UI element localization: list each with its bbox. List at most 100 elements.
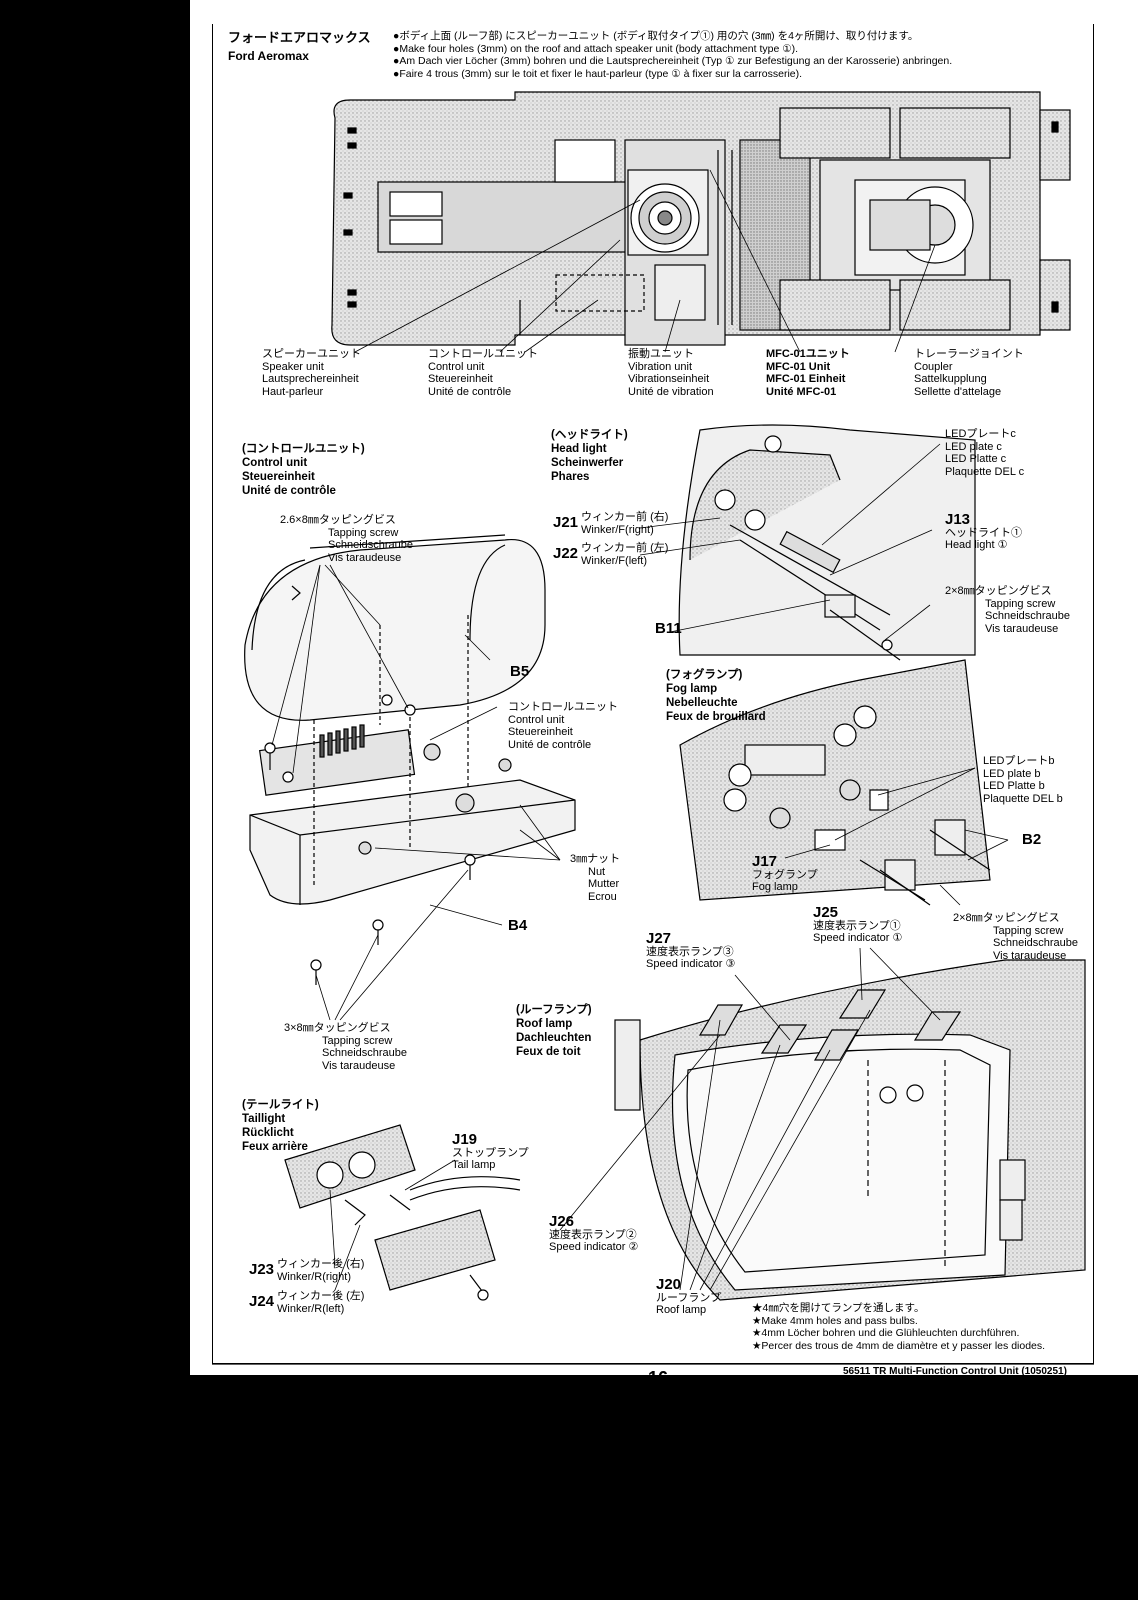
screw-fr: Vis taraudeuse: [322, 1059, 396, 1072]
j21-label: J21 ウィンカー前 (右) Winker/F(right): [553, 511, 668, 536]
j20-label: J20 ルーフランプ Roof lamp: [656, 1276, 721, 1317]
label-en: Control unit: [428, 360, 485, 373]
heading-de: Scheinwerfer: [551, 457, 624, 469]
heading-jp: (ルーフランプ): [516, 1004, 592, 1016]
label-en: Winker/F(right): [581, 523, 654, 536]
screw-size: 2×8㎜タッピングビス: [945, 585, 1052, 597]
part-b2: B2: [1022, 831, 1042, 848]
taillight-illustration: [284, 1124, 521, 1301]
roof-leader-lines: [559, 947, 941, 1291]
label-jp: ウィンカー前 (右): [581, 511, 669, 523]
instruction-jp: ●ボディ上面 (ルーフ部) にスピーカーユニット (ボディ取付タイプ①) 用の穴…: [393, 30, 919, 42]
heading-fr: Unité de contrôle: [242, 485, 336, 497]
heading-jp: (テールライト): [242, 1099, 319, 1111]
screw-de: Schneidschraube: [322, 1047, 408, 1059]
heading-jp: (ヘッドライト): [551, 429, 628, 441]
screw-fr: Vis taraudeuse: [328, 551, 402, 564]
label-fr: Sellette d'attelage: [914, 385, 1002, 398]
label-de: Steuereinheit: [428, 373, 493, 385]
label-de: Lautsprechereinheit: [262, 373, 359, 385]
label-jp: 速度表示ランプ③: [646, 945, 734, 958]
instruction-de: ●Am Dach vier Löcher (3mm) bohren und di…: [393, 55, 953, 67]
roof-heading: (ルーフランプ) Roof lamp Dachleuchten Feux de …: [516, 1003, 592, 1059]
note-de: ★4mm Löcher bohren und die Glühleuchten …: [752, 1327, 1020, 1339]
note-fr: ★Percer des trous de 4mm de diamètre et …: [752, 1339, 1046, 1352]
label-en: Roof lamp: [656, 1304, 707, 1316]
heading-fr: Feux de toit: [516, 1046, 581, 1058]
roof-lamp-illustration: [614, 959, 1086, 1301]
label-en: LED plate c: [945, 440, 1002, 453]
label-control-unit: コントロールユニット Control unit Steuereinheit Un…: [428, 348, 538, 398]
label-fr: Unité de contrôle: [508, 738, 592, 751]
label-en: LED plate b: [983, 767, 1041, 780]
heading-en: Taillight: [242, 1113, 286, 1125]
nut-de: Mutter: [588, 878, 620, 890]
label-fr: Haut-parleur: [262, 385, 324, 398]
label-en: Winker/R(left): [277, 1302, 345, 1315]
part-code: J20: [656, 1276, 682, 1293]
part-b11: B11: [655, 620, 682, 637]
fog-leader-lines: [784, 767, 1009, 906]
headlight-illustration: [678, 424, 976, 661]
label-de: Vibrationseinheit: [628, 373, 710, 385]
label-jp: LEDプレートc: [945, 428, 1016, 440]
product-code: 56511 TR Multi-Function Control Unit (10…: [843, 1366, 1067, 1377]
heading-en: Control unit: [242, 457, 308, 469]
screw-fr: Vis taraudeuse: [993, 949, 1067, 962]
label-jp: ウィンカー後 (右): [277, 1258, 365, 1270]
screw-fr: Vis taraudeuse: [985, 622, 1059, 635]
note-en: ★Make 4mm holes and pass bulbs.: [752, 1314, 918, 1327]
label-en: Speed indicator ②: [549, 1241, 639, 1253]
part-code: J17: [752, 853, 778, 870]
part-code: J19: [452, 1131, 478, 1148]
control-screw-top: 2.6×8㎜タッピングビス Tapping screw Schneidschra…: [280, 514, 413, 564]
part-b5: B5: [510, 663, 530, 680]
part-code: J23: [249, 1261, 275, 1278]
page-number: 16: [648, 1368, 669, 1388]
label-fr: Plaquette DEL b: [983, 792, 1063, 805]
screw-de: Schneidschraube: [985, 610, 1071, 622]
j22-label: J22 ウィンカー前 (左) Winker/F(left): [553, 542, 668, 567]
label-jp: トレーラージョイント: [914, 348, 1024, 360]
label-jp: フォグランプ: [752, 868, 818, 881]
heading-en: Fog lamp: [666, 683, 718, 695]
part-code: J26: [549, 1213, 575, 1230]
label-en: Head light ①: [945, 539, 1008, 551]
label-en: Speaker unit: [262, 360, 324, 373]
label-de: LED Platte c: [945, 453, 1007, 465]
label-de: MFC-01 Einheit: [766, 373, 846, 385]
label-de: Sattelkupplung: [914, 373, 987, 385]
label-en: Speed indicator ①: [813, 932, 903, 944]
label-jp: 速度表示ランプ②: [549, 1228, 637, 1241]
label-coupler: トレーラージョイント Coupler Sattelkupplung Sellet…: [914, 348, 1024, 398]
part-code: J22: [553, 545, 579, 562]
label-jp: 振動ユニット: [628, 348, 694, 360]
heading-de: Dachleuchten: [516, 1032, 592, 1044]
nut-label: 3㎜ナット Nut Mutter Ecrou: [570, 853, 620, 903]
instruction-fr: ●Faire 4 trous (3mm) sur le toit et fixe…: [393, 67, 803, 80]
label-fr: Unité de vibration: [628, 385, 714, 398]
heading-fr: Feux arrière: [242, 1141, 308, 1153]
label-jp: スピーカーユニット: [262, 348, 361, 360]
j23-label: J23 ウィンカー後 (右) Winker/R(right): [249, 1258, 364, 1283]
control-screw-bottom: 3×8㎜タッピングビス Tapping screw Schneidschraub…: [284, 1022, 407, 1072]
label-en: Tail lamp: [452, 1159, 496, 1171]
part-code: J25: [813, 904, 839, 921]
label-de: LED Platte b: [983, 780, 1045, 792]
fog-lamp-illustration: [679, 659, 991, 906]
label-mfc01-unit: MFC-01ユニット MFC-01 Unit MFC-01 Einheit Un…: [766, 348, 850, 398]
headlight-heading: (ヘッドライト) Head light Scheinwerfer Phares: [551, 428, 628, 484]
title-jp: フォードエアロマックス: [228, 30, 371, 45]
nut-en: Nut: [588, 865, 606, 878]
nut-size: 3㎜ナット: [570, 853, 621, 865]
screw-en: Tapping screw: [328, 526, 399, 539]
j17-label: J17 フォグランプ Fog lamp: [752, 853, 818, 894]
label-en: Winker/R(right): [277, 1270, 351, 1283]
headlight-leader-lines: [639, 443, 941, 641]
heading-de: Rücklicht: [242, 1127, 294, 1139]
label-jp: LEDプレートb: [983, 755, 1055, 767]
heading-de: Steuereinheit: [242, 471, 315, 483]
label-en: Control unit: [508, 713, 565, 726]
control-unit-exploded: [244, 534, 576, 985]
instruction-en: ●Make four holes (3mm) on the roof and a…: [393, 42, 799, 55]
